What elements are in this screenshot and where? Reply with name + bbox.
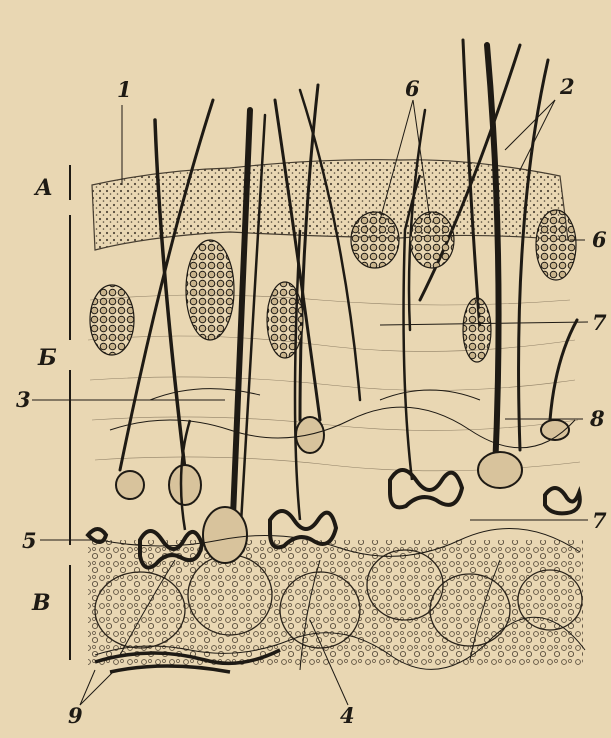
label-1: 1 [117,77,132,102]
label-5: 5 [22,528,37,553]
label-3: 3 [16,387,31,412]
label-9: 9 [68,703,83,728]
label-B: Б [37,345,57,371]
label-2: 2 [559,74,575,99]
label-7-lower: 7 [592,508,607,533]
label-4: 4 [340,703,355,728]
label-V: В [31,590,51,616]
label-6-top: 6 [405,76,420,101]
dermis-layer [88,295,580,471]
label-A: А [33,175,53,201]
label-6-right: 6 [592,227,607,252]
label-8: 8 [589,406,605,431]
label-7-upper: 7 [592,310,607,335]
